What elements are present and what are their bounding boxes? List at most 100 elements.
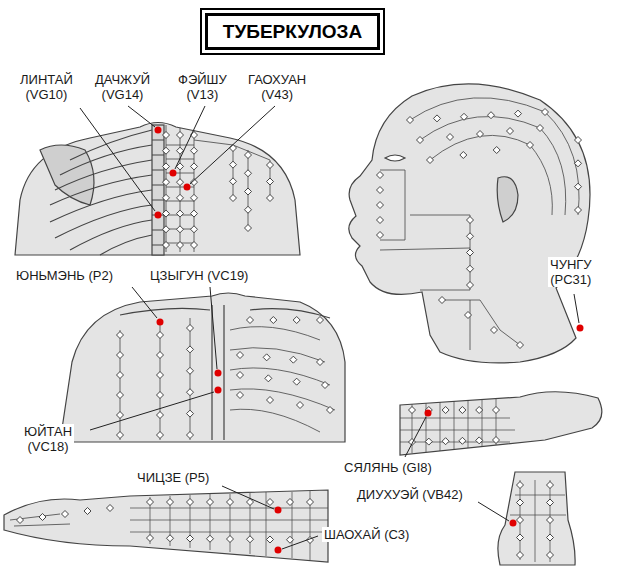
meridian-diamond — [245, 225, 252, 232]
meridian-diamond — [377, 202, 384, 209]
meridian-diamond — [167, 535, 174, 542]
meridian-diamond — [460, 152, 467, 159]
forearm-figure — [400, 392, 602, 455]
meridian-diamond — [39, 514, 46, 521]
title-frame: ТУБЕРКУЛОЗА — [200, 8, 385, 55]
meridian-diamond — [187, 499, 194, 506]
meridian-diamond — [459, 437, 466, 444]
meridian-diamond — [377, 232, 384, 239]
meridian-diamond — [467, 217, 474, 224]
meridian-diamond — [439, 297, 446, 304]
meridian-diamond — [270, 317, 277, 324]
diagram-title: ТУБЕРКУЛОЗА — [223, 21, 362, 43]
meridian-diamond — [476, 407, 483, 414]
meridian-diamond — [157, 412, 164, 419]
meridian-diamond — [163, 163, 170, 170]
meridian-diamond — [547, 499, 554, 506]
meridian-diamond — [157, 432, 164, 439]
meridian-diamond — [247, 317, 254, 324]
meridian-diamond — [163, 147, 170, 154]
meridian-diamond — [191, 210, 198, 217]
meridian-diamond — [517, 342, 524, 349]
meridian-diamond — [230, 145, 237, 152]
meridian-diamond — [465, 312, 472, 319]
meridian-diamond — [493, 407, 500, 414]
meridian-diamond — [427, 157, 434, 164]
meridian-diamond — [297, 402, 304, 409]
meridian-diamond — [442, 407, 449, 414]
point-label: СЯЛЯНЬ (GI8) — [342, 460, 434, 475]
meridian-diamond — [377, 217, 384, 224]
meridian-diamond — [434, 115, 441, 122]
meridian-diamond — [163, 210, 170, 217]
point-label: ДИУХУЭЙ (VB42) — [355, 487, 465, 502]
meridian-diamond — [187, 367, 194, 374]
meridian-diamond — [267, 499, 274, 506]
meridian-diamond — [537, 125, 544, 132]
meridian-diamond — [163, 242, 170, 249]
meridian-diamond — [177, 132, 184, 139]
meridian-diamond — [477, 131, 484, 138]
meridian-diamond — [507, 128, 514, 135]
meridian-diamond — [230, 195, 237, 202]
meridian-diamond — [117, 392, 124, 399]
meridian-diamond — [517, 517, 524, 524]
meridian-diamond — [317, 359, 324, 366]
meridian-diamond — [177, 194, 184, 201]
meridian-diamond — [117, 332, 124, 339]
meridian-diamond — [17, 517, 24, 524]
meridian-diamond — [517, 552, 524, 559]
leader-lines — [80, 106, 579, 549]
meridian-diamond — [517, 534, 524, 541]
meridian-diamond — [84, 508, 91, 515]
meridian-diamond — [245, 188, 252, 195]
meridian-diamond — [163, 179, 170, 186]
meridian-diamond — [493, 437, 500, 444]
meridian-diamond — [245, 170, 252, 177]
meridian-diamond — [245, 152, 252, 159]
meridian-diamond — [515, 110, 522, 117]
meridian-diamond — [467, 282, 474, 289]
meridian-diamond — [191, 194, 198, 201]
meridian-diamond — [267, 178, 274, 185]
meridian-diamond — [575, 137, 582, 144]
meridian-diamond — [117, 412, 124, 419]
head-figure — [349, 84, 590, 363]
meridian-diamond — [177, 210, 184, 217]
meridian-diamond — [517, 482, 524, 489]
meridian-diamond — [177, 179, 184, 186]
meridian-diamond — [157, 332, 164, 339]
meridian-diamond — [191, 147, 198, 154]
meridian-diamond — [447, 134, 454, 141]
meridian-diamond — [293, 378, 300, 385]
arm-figure — [4, 490, 328, 562]
meridian-diamond — [267, 195, 274, 202]
meridian-diamond — [227, 536, 234, 543]
meridian-diamond — [547, 552, 554, 559]
meridian-diamond — [62, 511, 69, 518]
meridian-diamond — [187, 325, 194, 332]
meridian-diamond — [163, 132, 170, 139]
meridian-diamond — [247, 536, 254, 543]
chest-figure — [60, 293, 345, 442]
point-label: ГАОХУАН (V43) — [246, 72, 308, 102]
meridian-diamond — [547, 517, 554, 524]
meridian-diamond — [191, 226, 198, 233]
meridian-diamond — [327, 407, 334, 414]
meridian-diamond — [267, 397, 274, 404]
meridian-diamond — [322, 382, 329, 389]
meridian-diamond — [575, 183, 582, 190]
meridian-diamond — [107, 505, 114, 512]
meridian-diamond — [377, 187, 384, 194]
point-label: ЧУНГУ (PC31) — [548, 257, 594, 287]
meridian-diamond — [265, 375, 272, 382]
meridian-diamond — [117, 432, 124, 439]
meridian-diamond — [527, 142, 534, 149]
meridian-diamond — [575, 160, 582, 167]
meridian-diamond — [307, 499, 314, 506]
meridian-diamond — [187, 432, 194, 439]
meridian-diamond — [542, 109, 549, 116]
meridian-diamond — [117, 372, 124, 379]
meridian-diamond — [147, 535, 154, 542]
meridian-diamond — [425, 438, 432, 445]
